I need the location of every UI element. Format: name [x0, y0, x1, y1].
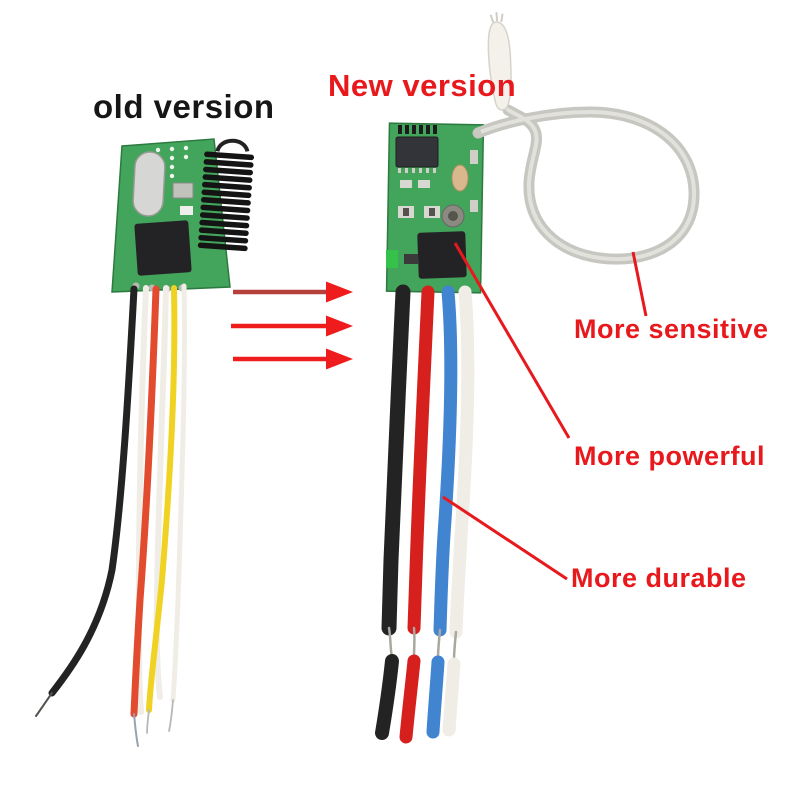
transition-arrows — [231, 281, 353, 370]
more-powerful-label: More powerful — [574, 441, 766, 471]
old-wire-red — [130, 285, 160, 718]
more-sensitive-label: More sensitive — [574, 314, 769, 344]
old-coil-antenna — [197, 138, 255, 252]
new-top-ic-pins — [398, 168, 436, 173]
antenna-tip-body — [487, 21, 512, 111]
new-tan-component — [451, 164, 469, 192]
new-top-ic-chip — [395, 136, 439, 168]
antenna-tip-prongs — [489, 12, 504, 23]
annotation-line-powerful — [453, 242, 571, 439]
old-module-wires — [35, 283, 188, 747]
new-wire-red-upper — [407, 285, 435, 635]
new-wire-black-upper — [381, 284, 411, 636]
more-durable-label: More durable — [571, 563, 747, 593]
old-wire-red-bare-tip — [133, 713, 139, 747]
new-wire-black-lower — [375, 654, 399, 740]
new-wire-blue-upper — [433, 285, 458, 637]
old-module-photo — [111, 138, 255, 293]
old-wire-black-bare-tip — [35, 692, 53, 717]
old-wire-black — [48, 285, 138, 697]
new-passive-components — [398, 150, 478, 218]
arrow-bottom — [233, 348, 353, 370]
old-wire-yellow-bare-tip — [146, 709, 150, 734]
new-green-led — [386, 250, 398, 268]
old-wire-white-2 — [153, 285, 169, 700]
new-wire-white-lower — [442, 657, 461, 737]
new-wire-white-upper — [449, 285, 475, 639]
new-bottom-ic-chip — [417, 231, 467, 279]
old-crystal-oscillator — [132, 151, 166, 217]
old-capacitor — [180, 206, 193, 215]
old-wire-white-3 — [170, 283, 188, 703]
new-version-label: New version — [328, 68, 517, 103]
antenna-cable — [472, 104, 700, 265]
new-small-component — [404, 254, 418, 264]
antenna-solder-joint — [474, 129, 482, 137]
old-ic-chip — [134, 220, 192, 276]
annotation-line-sensitive — [631, 251, 648, 317]
arrow-middle — [231, 315, 353, 337]
old-wire-white-1 — [135, 285, 149, 715]
new-round-metal-component — [441, 204, 465, 228]
new-module-wires — [375, 284, 475, 744]
new-wire-red-lower — [399, 654, 421, 744]
annotation-line-durable — [442, 495, 568, 581]
old-wire-yellow — [146, 285, 178, 713]
antenna-cable-highlight — [476, 108, 697, 262]
antenna-tip — [487, 12, 512, 111]
new-pcb-top-pins — [398, 125, 437, 134]
old-wire-white-bare-tip — [168, 699, 174, 732]
old-metal-component — [172, 182, 194, 199]
old-version-label: old version — [93, 88, 275, 125]
new-wire-blue-lower — [426, 655, 445, 739]
arrow-top — [233, 281, 353, 303]
annotation-lines — [442, 242, 648, 581]
